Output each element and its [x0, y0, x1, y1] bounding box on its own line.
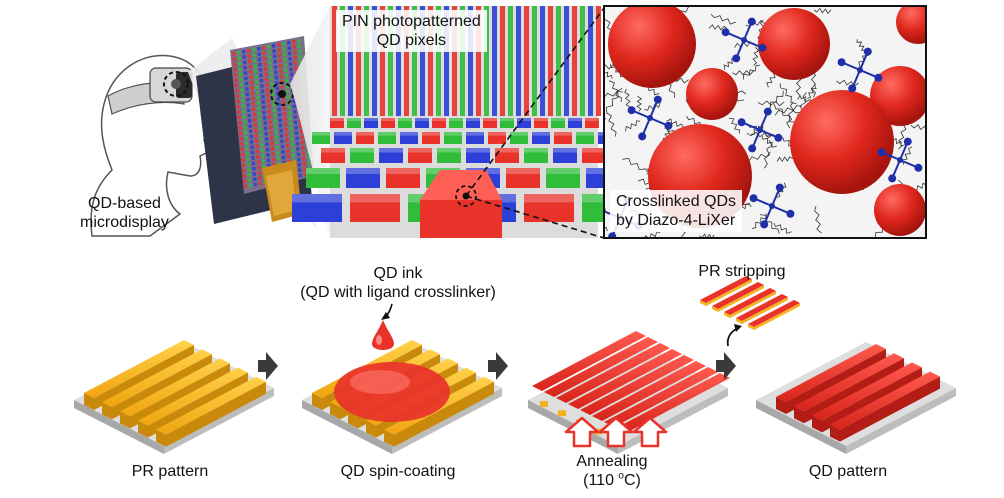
ink-label-line2: (QD with ligand crosslinker)	[300, 284, 496, 301]
ink-label-line1: QD ink	[373, 265, 423, 282]
step-label-pr-pattern: PR pattern	[100, 462, 240, 481]
step-label-qd-pattern-text: QD pattern	[808, 463, 888, 480]
qd-ink-droplet	[372, 320, 394, 350]
step-arrow-3	[716, 352, 736, 380]
pixel-label-line2: QD pixels	[376, 32, 447, 49]
ink-label: QD ink (QD with ligand crosslinker)	[300, 264, 496, 302]
ink-pointer-arrow	[381, 303, 393, 320]
anneal-label: Annealing (110 oC)	[552, 452, 672, 490]
pixel-label: PIN photopatterned QD pixels	[336, 10, 487, 52]
microdisplay-illustration	[196, 36, 314, 224]
step-arrow-1	[258, 352, 278, 380]
strip-label-text: PR stripping	[698, 263, 786, 280]
step-label-pr-pattern-text: PR pattern	[131, 463, 209, 480]
anneal-temp: (110 oC)	[552, 471, 672, 490]
step-arrow-2	[488, 352, 508, 380]
step-label-spin-coating-text: QD spin-coating	[340, 463, 456, 480]
process-steps	[74, 331, 956, 454]
strip-label: PR stripping	[672, 262, 812, 281]
heat-arrows	[564, 416, 668, 448]
pixel-label-line1: PIN photopatterned	[342, 13, 481, 30]
stripped-pr-strips	[700, 276, 800, 330]
anneal-temp-degree: o	[618, 470, 624, 482]
headset-illustration	[90, 54, 215, 237]
step-label-spin-coating: QD spin-coating	[308, 462, 488, 481]
crosslink-label-line1: Crosslinked QDs	[616, 193, 737, 210]
strip-pointer-arrow	[726, 324, 742, 347]
anneal-temp-suffix: C)	[623, 472, 641, 489]
anneal-label-text: Annealing	[576, 453, 648, 470]
step-label-qd-pattern: QD pattern	[778, 462, 918, 481]
crosslinked-qd-panel	[603, 5, 927, 239]
crosslink-label-line2: by Diazo-4-LiXer	[616, 212, 736, 229]
crosslink-label: Crosslinked QDs by Diazo-4-LiXer	[610, 190, 743, 232]
anneal-temp-prefix: (110	[583, 472, 619, 489]
headset-label-line1: QD-based	[88, 195, 161, 212]
headset-label: QD-based microdisplay	[74, 192, 175, 234]
headset-label-line2: microdisplay	[80, 214, 169, 231]
